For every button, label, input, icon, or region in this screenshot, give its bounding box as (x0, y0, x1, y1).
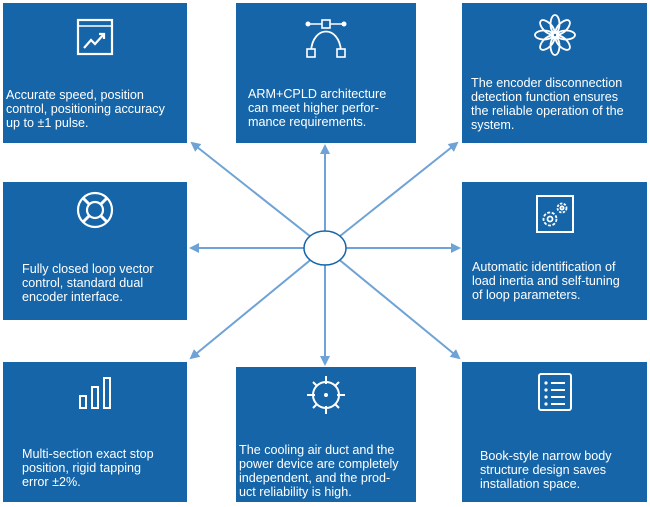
lifebuoy-icon (73, 188, 117, 232)
feature-panel-exact-stop: Multi-section exact stop position, rigid… (3, 362, 187, 502)
feature-text: ARM+CPLD architecture can meet higher pe… (248, 87, 387, 129)
feature-panel-closed-loop-control: Fully closed loop vector control, standa… (3, 182, 187, 320)
feature-panel-arm-cpld-architecture: ARM+CPLD architecture can meet higher pe… (236, 3, 416, 143)
feature-text: Book-style narrow body structure design … (480, 449, 612, 491)
feature-panel-positioning-accuracy: Accurate speed, position control, positi… (3, 3, 187, 143)
feature-text: The encoder disconnection detection func… (471, 76, 624, 132)
feature-text: The cooling air duct and the power devic… (239, 443, 399, 499)
bar-chart-icon (73, 370, 117, 414)
feature-panel-encoder-detection: The encoder disconnection detection func… (462, 3, 647, 143)
arrow-to-exact-stop (189, 247, 326, 360)
feature-text: Fully closed loop vector control, standa… (22, 262, 154, 304)
crosshair-icon (304, 373, 348, 417)
feature-panel-cooling-air-duct: The cooling air duct and the power devic… (236, 367, 416, 502)
arrow-to-positioning-accuracy (190, 141, 326, 249)
feature-text: Accurate speed, position control, positi… (6, 88, 165, 130)
growth-chart-icon (73, 15, 117, 59)
arrow-to-book-style (324, 247, 461, 360)
center-hub (303, 230, 347, 266)
feature-text: Multi-section exact stop position, rigid… (22, 447, 154, 489)
arrow-to-encoder-detection (324, 141, 459, 249)
list-document-icon (533, 370, 577, 414)
feature-panel-book-style-body: Book-style narrow body structure design … (462, 362, 647, 502)
feature-panel-auto-tuning: Automatic identification of load inertia… (462, 182, 647, 320)
feature-text: Automatic identification of load inertia… (472, 260, 620, 302)
gears-icon (533, 192, 577, 236)
bezier-curve-icon (304, 15, 348, 59)
flower-icon (533, 13, 577, 57)
